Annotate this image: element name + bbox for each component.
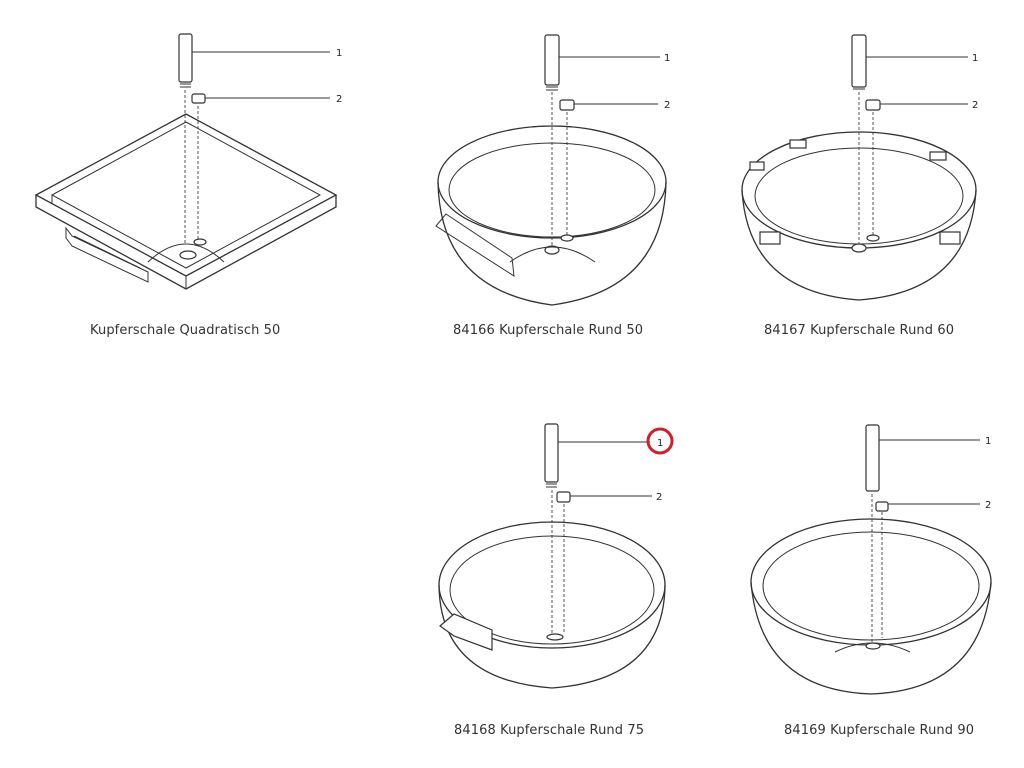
round-75-bowl-diagram: 1 2 xyxy=(438,423,674,689)
callout-number-1-highlighted: 1 xyxy=(657,438,663,449)
svg-text:2: 2 xyxy=(656,492,662,503)
svg-text:2: 2 xyxy=(972,100,978,111)
caption-kupferschale-quadratisch-50: Kupferschale Quadratisch 50 xyxy=(90,323,281,338)
callout-number-2: 2 xyxy=(336,94,342,105)
caption-kupferschale-rund-75: 84168 Kupferschale Rund 75 xyxy=(454,723,645,738)
round-60-bowl-diagram: 1 2 xyxy=(741,34,978,301)
highlight-circle-marker xyxy=(646,427,674,455)
svg-text:2: 2 xyxy=(985,500,991,511)
square-bowl-diagram: 1 2 xyxy=(34,33,342,290)
round-50-bowl-diagram: 1 2 xyxy=(435,34,670,306)
plug-part xyxy=(191,93,206,104)
caption-kupferschale-rund-60: 84167 Kupferschale Rund 60 xyxy=(764,323,955,338)
round-90-bowl-diagram: 1 2 xyxy=(750,424,992,695)
svg-text:2: 2 xyxy=(664,100,670,111)
svg-text:1: 1 xyxy=(664,53,670,64)
svg-text:1: 1 xyxy=(972,53,978,64)
svg-text:1: 1 xyxy=(985,436,991,447)
pipe-part xyxy=(178,33,193,83)
caption-kupferschale-rund-90: 84169 Kupferschale Rund 90 xyxy=(784,723,975,738)
caption-kupferschale-rund-50: 84166 Kupferschale Rund 50 xyxy=(453,323,644,338)
callout-number-1: 1 xyxy=(336,48,342,59)
